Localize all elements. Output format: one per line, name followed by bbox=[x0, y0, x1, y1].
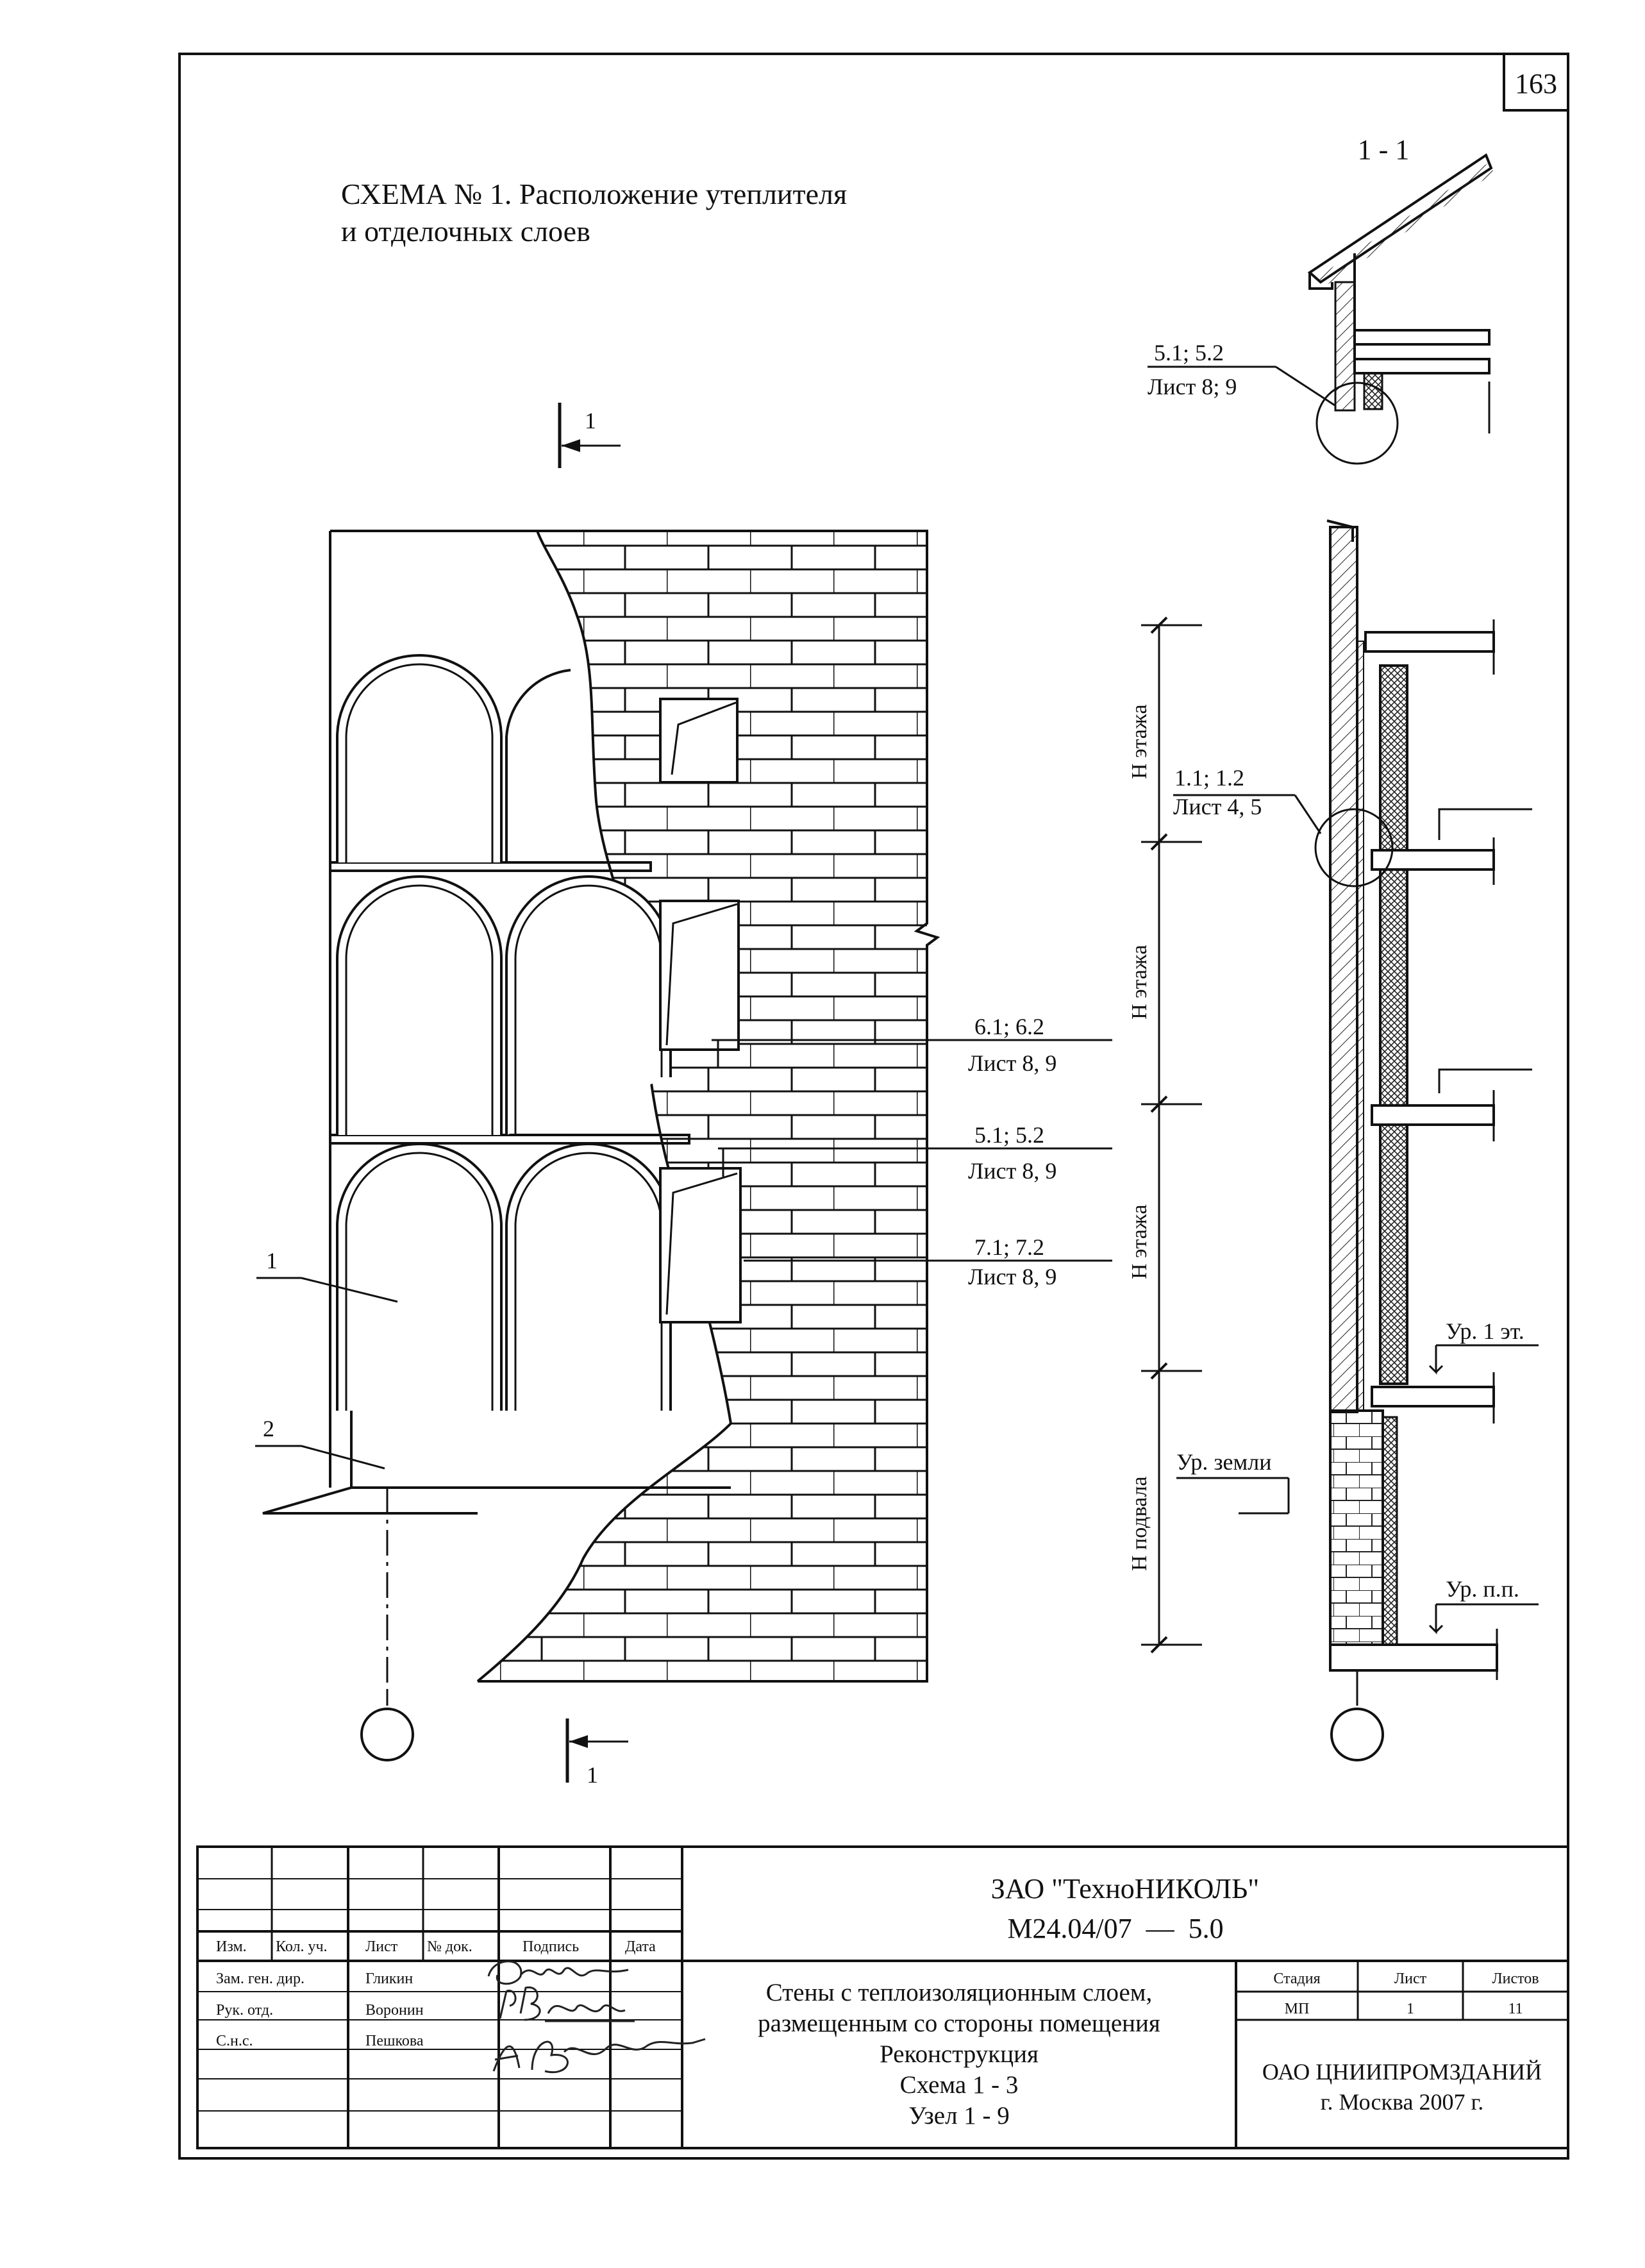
company-name: ЗАО "ТехноНИКОЛЬ" bbox=[991, 1873, 1260, 1904]
header-podpis: Подпись bbox=[522, 1938, 579, 1955]
sheet-frame bbox=[178, 53, 1569, 2160]
section-cut-mark-bottom: 1 bbox=[565, 1718, 628, 1788]
header-data: Дата bbox=[625, 1938, 656, 1955]
svg-text:Ур. п.п.: Ур. п.п. bbox=[1446, 1576, 1519, 1602]
plinth bbox=[262, 1411, 731, 1515]
signature-2 bbox=[499, 1986, 635, 2022]
brick-break-edge bbox=[476, 530, 733, 1683]
header-list: Лист bbox=[365, 1938, 398, 1955]
document-code: М24.04/07 — 5.0 bbox=[1007, 1913, 1223, 1944]
top-callout-sheet: Лист 8; 9 bbox=[1148, 374, 1237, 399]
description-line1: Стены с теплоизоляционным слоем, bbox=[766, 1979, 1152, 2006]
facade-view: 1 2 6.1; 6.2 Лист 8, 9 5.1; 5.2 Лист 8, … bbox=[255, 403, 1112, 1788]
sheet-title-line2: и отделочных слоев bbox=[341, 215, 590, 248]
section-title: 1 - 1 bbox=[1358, 134, 1410, 165]
svg-text:Ур. 1 эт.: Ур. 1 эт. bbox=[1446, 1318, 1524, 1344]
name-3: Пешкова bbox=[365, 2033, 424, 2049]
svg-text:1: 1 bbox=[585, 408, 596, 433]
organization-city-year: г. Москва 2007 г. bbox=[1321, 2089, 1483, 2115]
top-callout-ref: 5.1; 5.2 bbox=[1154, 340, 1224, 365]
position-2-label: 2 bbox=[263, 1416, 274, 1441]
organization-name: ОАО ЦНИИПРОМЗДАНИЙ bbox=[1262, 2059, 1542, 2085]
window-row-bottom bbox=[336, 1143, 672, 1411]
sheet-title-line1: СХЕМА № 1. Расположение утеплителя bbox=[341, 178, 847, 210]
header-kol-uch: Кол. уч. bbox=[276, 1938, 328, 1955]
brick-opening-2 bbox=[659, 900, 740, 1051]
axis-circle bbox=[360, 1708, 414, 1761]
position-1-label: 1 bbox=[266, 1248, 278, 1273]
wall-callout-sheet: Лист 4, 5 bbox=[1173, 794, 1262, 819]
svg-text:1: 1 bbox=[587, 1762, 598, 1788]
dim-basement: Н подвала bbox=[1128, 1476, 1151, 1571]
dim-floor-2: Н этажа bbox=[1128, 945, 1151, 1020]
svg-text:5.1; 5.2: 5.1; 5.2 bbox=[974, 1122, 1044, 1148]
level-first-floor: Ур. 1 эт. bbox=[1428, 1318, 1539, 1375]
page-number-box bbox=[1503, 53, 1569, 112]
svg-text:6.1; 6.2: 6.1; 6.2 bbox=[974, 1014, 1044, 1039]
svg-text:7.1; 7.2: 7.1; 7.2 bbox=[974, 1234, 1044, 1260]
role-3: С.н.с. bbox=[216, 2033, 253, 2049]
svg-text:Ур. земли: Ур. земли bbox=[1176, 1449, 1272, 1475]
dim-floor-3: Н этажа bbox=[1128, 1204, 1151, 1279]
brick-opening-1 bbox=[659, 698, 739, 784]
window-band bbox=[329, 861, 652, 872]
dim-floor-1: Н этажа bbox=[1128, 704, 1151, 779]
sheets-value: 11 bbox=[1508, 2001, 1523, 2017]
wall-callout-ref: 1.1; 1.2 bbox=[1174, 765, 1244, 791]
window-band bbox=[329, 1134, 690, 1145]
role-2: Рук. отд. bbox=[216, 2002, 273, 2019]
callout-7: 7.1; 7.2 Лист 8, 9 bbox=[744, 1234, 1112, 1289]
svg-text:Лист 8, 9: Лист 8, 9 bbox=[968, 1050, 1056, 1076]
header-n-dok: № док. bbox=[427, 1938, 472, 1955]
description-line2: размещенным со стороны помещения bbox=[758, 2010, 1160, 2037]
stage-header: Стадия bbox=[1273, 1970, 1320, 1987]
section-view: 1 - 1 5.1; 5.2 Лист 8; 9 bbox=[1128, 134, 1539, 1761]
svg-text:Лист 8, 9: Лист 8, 9 bbox=[968, 1158, 1056, 1184]
brick-opening-3 bbox=[659, 1167, 742, 1323]
name-2: Воронин bbox=[365, 2002, 424, 2019]
sheets-header: Листов bbox=[1492, 1970, 1539, 1987]
name-1: Гликин bbox=[365, 1970, 413, 1987]
svg-text:Лист 8, 9: Лист 8, 9 bbox=[968, 1264, 1056, 1289]
role-1: Зам. ген. дир. bbox=[216, 1970, 305, 1987]
callout-5: 5.1; 5.2 Лист 8, 9 bbox=[718, 1122, 1112, 1184]
level-basement-floor: Ур. п.п. bbox=[1428, 1576, 1539, 1634]
height-dimensions: Н этажа Н этажа Н этажа Н подвала bbox=[1128, 616, 1202, 1654]
page-number: 163 bbox=[1515, 68, 1557, 99]
level-ground: Ур. земли bbox=[1176, 1449, 1290, 1515]
section-cut-mark-top: 1 bbox=[558, 403, 621, 468]
signature-1 bbox=[487, 1960, 629, 1985]
stage-value: МП bbox=[1285, 2001, 1310, 2017]
callout-6: 6.1; 6.2 Лист 8, 9 bbox=[712, 1014, 1112, 1076]
header-izm: Изм. bbox=[216, 1938, 247, 1955]
window-row-middle bbox=[336, 875, 672, 1135]
section-axis-circle bbox=[1330, 1708, 1384, 1761]
description-line5: Узел 1 - 9 bbox=[908, 2102, 1010, 2129]
window-row-top bbox=[336, 654, 571, 862]
description-line3: Реконструкция bbox=[880, 2040, 1039, 2068]
sheet-value: 1 bbox=[1407, 2001, 1414, 2017]
roof-detail: 5.1; 5.2 Лист 8; 9 bbox=[1148, 153, 1495, 465]
description-line4: Схема 1 - 3 bbox=[900, 2071, 1019, 2099]
signature-3 bbox=[492, 2038, 706, 2074]
wall-section: 1.1; 1.2 Лист 4, 5 bbox=[1173, 519, 1532, 1761]
facade-outline bbox=[330, 530, 940, 1683]
title-block: Изм. Кол. уч. Лист № док. Подпись Дата З… bbox=[196, 1845, 1569, 2149]
sheet-header: Лист bbox=[1394, 1970, 1427, 1987]
